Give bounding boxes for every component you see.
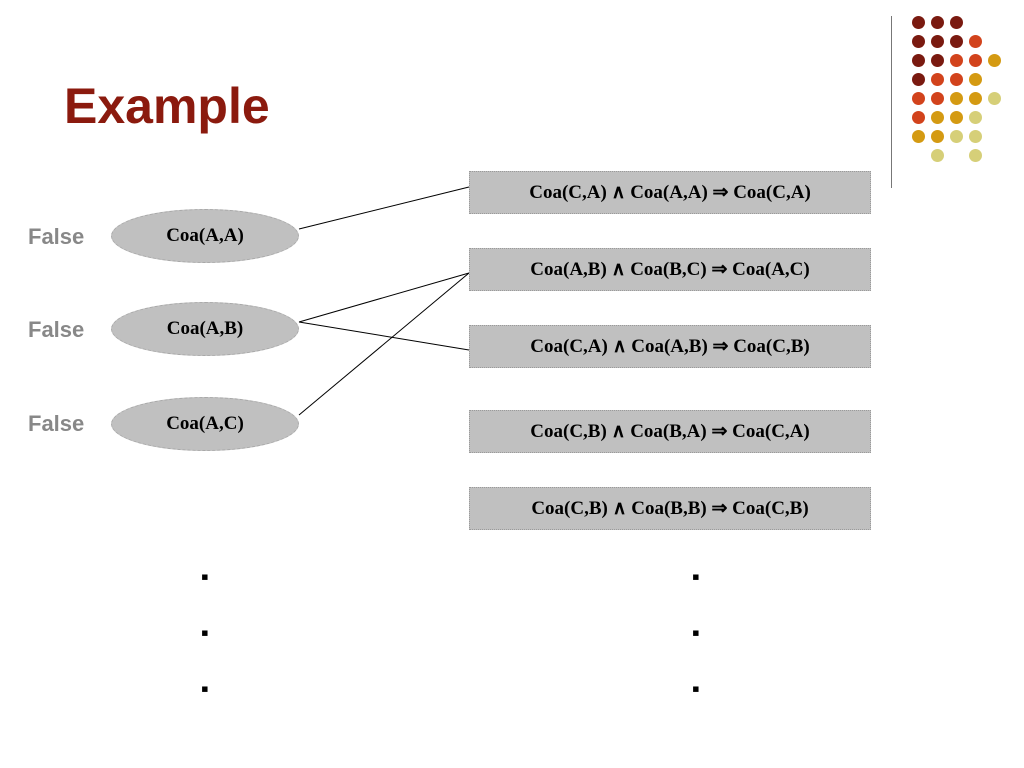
ellipsis-dot-left-1: ▪: [201, 564, 209, 589]
decorative-dot: [950, 73, 963, 86]
rule-box-3: Coa(C,A) ∧ Coa(A,B) ⇒ Coa(C,B): [469, 325, 871, 368]
decorative-dot: [912, 130, 925, 143]
decorative-dot: [931, 130, 944, 143]
slide-title: Example: [64, 78, 270, 134]
node-coa-a-b: Coa(A,B): [111, 302, 299, 356]
rule-box-1: Coa(C,A) ∧ Coa(A,A) ⇒ Coa(C,A): [469, 171, 871, 214]
truth-label-coa-a-a: False: [28, 224, 85, 249]
decorative-dot: [988, 54, 1001, 67]
decorative-dot: [950, 16, 963, 29]
rule-box-2: Coa(A,B) ∧ Coa(B,C) ⇒ Coa(A,C): [469, 248, 871, 291]
ellipsis-dot-right-2: ▪: [692, 620, 700, 645]
rule-box-5: Coa(C,B) ∧ Coa(B,B) ⇒ Coa(C,B): [469, 487, 871, 530]
decorative-dot: [931, 149, 944, 162]
decorative-dot: [950, 130, 963, 143]
decorative-dot: [969, 130, 982, 143]
ellipsis-dot-right-3: ▪: [692, 676, 700, 701]
decorative-dot: [969, 73, 982, 86]
truth-label-coa-a-b: False: [28, 317, 85, 342]
node-coa-a-c: Coa(A,C): [111, 397, 299, 451]
ellipsis-dot-left-2: ▪: [201, 620, 209, 645]
decorative-dot: [969, 92, 982, 105]
ellipsis-dot-right-1: ▪: [692, 564, 700, 589]
decorative-dot: [931, 73, 944, 86]
decorative-dot: [969, 54, 982, 67]
decorative-dot: [931, 54, 944, 67]
decorative-dot: [988, 92, 1001, 105]
rule-box-4: Coa(C,B) ∧ Coa(B,A) ⇒ Coa(C,A): [469, 410, 871, 453]
decorative-dot: [931, 16, 944, 29]
edge-aa-rule1: [298, 186, 470, 230]
truth-label-coa-a-c: False: [28, 411, 85, 436]
edge-ac-rule2: [298, 272, 470, 416]
decorative-dot: [950, 111, 963, 124]
decorative-dot: [969, 35, 982, 48]
decorative-dot: [950, 92, 963, 105]
edge-ab-rule2: [298, 272, 470, 323]
ellipsis-dot-left-3: ▪: [201, 676, 209, 701]
decorative-dot: [931, 92, 944, 105]
decorative-dot: [969, 111, 982, 124]
decorative-divider: [891, 16, 892, 188]
decorative-dot: [912, 35, 925, 48]
decorative-dot: [912, 54, 925, 67]
edge-ab-rule3: [298, 321, 470, 351]
decorative-dot: [912, 73, 925, 86]
decorative-dot: [912, 111, 925, 124]
decorative-dot: [912, 16, 925, 29]
decorative-dot: [912, 92, 925, 105]
decorative-dot: [950, 35, 963, 48]
decorative-dot: [969, 149, 982, 162]
decorative-dot: [931, 111, 944, 124]
decorative-dot: [950, 54, 963, 67]
node-coa-a-a: Coa(A,A): [111, 209, 299, 263]
decorative-dot: [931, 35, 944, 48]
